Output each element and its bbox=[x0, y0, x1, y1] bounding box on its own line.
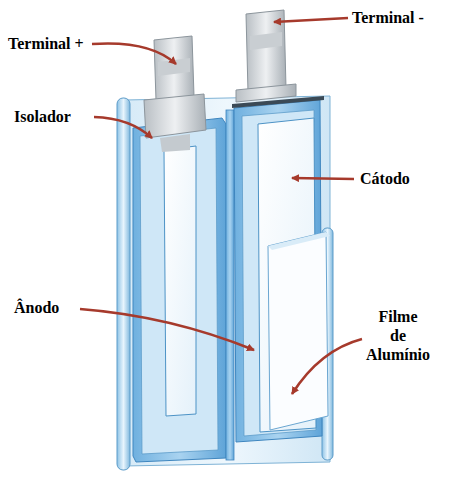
part-label: Terminal + bbox=[8, 34, 84, 53]
part-label: Ânodo bbox=[14, 298, 59, 317]
leader-line bbox=[274, 18, 348, 22]
leader-line bbox=[292, 178, 354, 179]
leader-line bbox=[80, 309, 254, 350]
part-label: Isolador bbox=[14, 107, 71, 126]
part-label: Filme de Alumínio bbox=[366, 307, 430, 364]
leader-line bbox=[292, 339, 362, 394]
part-label: Terminal - bbox=[352, 8, 424, 27]
leader-line bbox=[94, 117, 152, 138]
leader-line bbox=[92, 43, 176, 64]
part-label: Cátodo bbox=[360, 169, 410, 188]
